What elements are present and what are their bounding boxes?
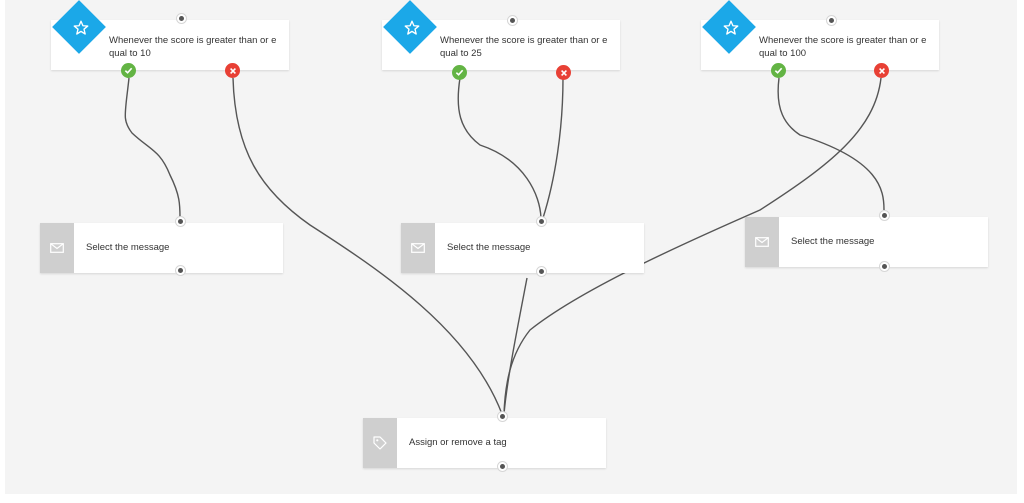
condition-node-2[interactable]: Whenever the score is greater than or e …	[382, 0, 620, 70]
input-port[interactable]	[826, 15, 837, 26]
condition-text: Whenever the score is greater than or e …	[440, 34, 614, 60]
envelope-icon	[50, 243, 64, 253]
message-node-1[interactable]: Select the message	[40, 223, 283, 273]
condition-text-line1: Whenever the score is greater than or e	[440, 35, 608, 46]
envelope-icon	[411, 243, 425, 253]
input-port[interactable]	[175, 216, 186, 227]
tag-icon	[373, 436, 387, 450]
input-port[interactable]	[536, 216, 547, 227]
condition-text: Whenever the score is greater than or e …	[109, 34, 283, 60]
condition-text-line2: qual to 10	[109, 48, 151, 59]
message-icon-panel	[401, 223, 435, 273]
message-node-3[interactable]: Select the message	[745, 217, 988, 267]
star-icon	[70, 17, 92, 39]
tag-label: Assign or remove a tag	[409, 437, 507, 448]
no-output-badge[interactable]	[225, 63, 240, 78]
message-label: Select the message	[86, 242, 170, 253]
no-output-badge[interactable]	[556, 65, 571, 80]
envelope-icon	[755, 237, 769, 247]
star-icon	[720, 17, 742, 39]
output-port[interactable]	[175, 265, 186, 276]
condition-node-3[interactable]: Whenever the score is greater than or e …	[701, 0, 939, 70]
output-port[interactable]	[536, 266, 547, 277]
input-port[interactable]	[176, 13, 187, 24]
check-icon	[455, 69, 464, 76]
message-icon-panel	[40, 223, 74, 273]
condition-text-line2: qual to 100	[759, 48, 807, 59]
condition-text-line1: Whenever the score is greater than or e	[109, 35, 277, 46]
condition-text-line1: Whenever the score is greater than or e	[759, 35, 927, 46]
message-node-2[interactable]: Select the message	[401, 223, 644, 273]
x-icon	[878, 67, 885, 74]
yes-output-badge[interactable]	[452, 65, 467, 80]
message-icon-panel	[745, 217, 779, 267]
check-icon	[124, 67, 133, 74]
x-icon	[229, 67, 236, 74]
message-label: Select the message	[791, 236, 875, 247]
yes-output-badge[interactable]	[121, 63, 136, 78]
tag-node[interactable]: Assign or remove a tag	[363, 418, 606, 468]
condition-text-line2: qual to 25	[440, 48, 482, 59]
output-port[interactable]	[879, 261, 890, 272]
yes-output-badge[interactable]	[771, 63, 786, 78]
star-icon	[401, 17, 423, 39]
x-icon	[560, 69, 567, 76]
condition-node-1[interactable]: Whenever the score is greater than or e …	[51, 0, 289, 70]
no-output-badge[interactable]	[874, 63, 889, 78]
input-port[interactable]	[507, 15, 518, 26]
check-icon	[774, 67, 783, 74]
input-port[interactable]	[497, 411, 508, 422]
message-label: Select the message	[447, 242, 531, 253]
output-port[interactable]	[497, 461, 508, 472]
input-port[interactable]	[879, 210, 890, 221]
condition-text: Whenever the score is greater than or e …	[759, 34, 933, 60]
tag-icon-panel	[363, 418, 397, 468]
canvas-bottom-border	[0, 496, 1024, 503]
